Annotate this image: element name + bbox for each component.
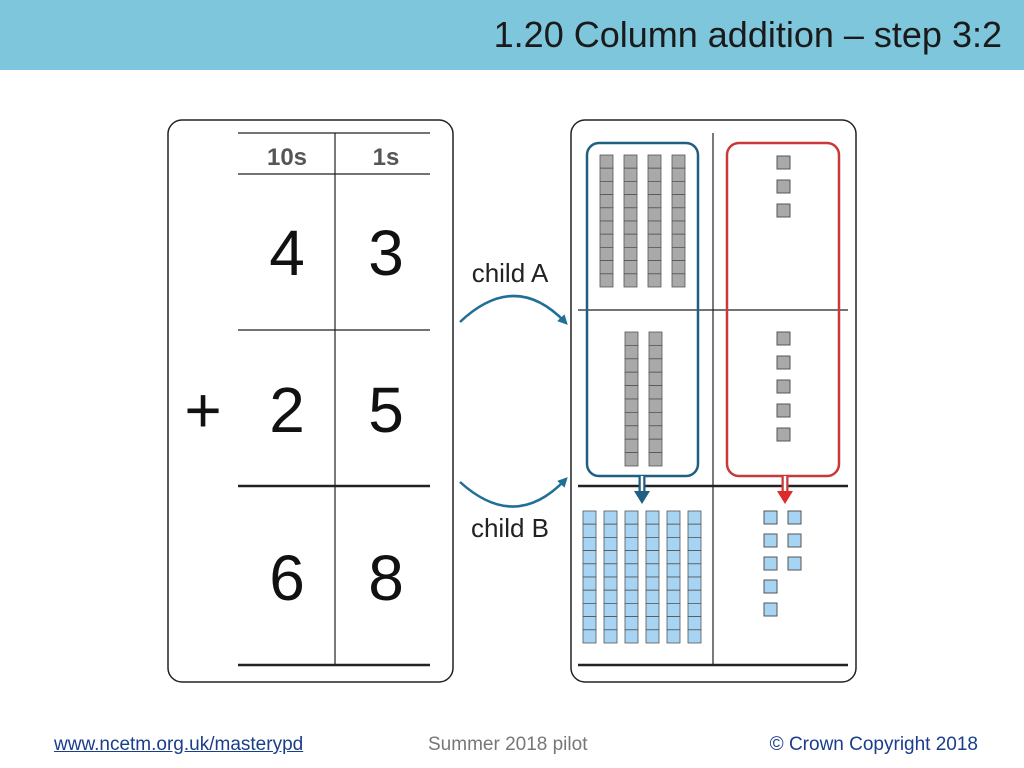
tens-header: 10s <box>267 144 307 171</box>
tens-down-arrow <box>634 476 650 504</box>
blocks-layer <box>582 154 802 644</box>
unit-cube <box>776 355 791 370</box>
panel-frame <box>570 119 857 683</box>
unit-cube <box>763 602 778 617</box>
unit-cube <box>776 155 791 170</box>
child-a-label: child A <box>472 258 549 288</box>
unit-cube <box>787 556 802 571</box>
base-ten-panel <box>570 119 857 683</box>
child-a-arrow <box>459 294 568 325</box>
child-b-arrow <box>459 477 568 508</box>
child-b-label: child B <box>471 513 549 543</box>
row2-tens-digit: 2 <box>269 374 305 446</box>
ten-rod <box>624 510 639 644</box>
unit-cube <box>776 427 791 442</box>
child-arrows: child A child B <box>459 258 568 543</box>
ten-rod <box>623 154 638 288</box>
ten-rod <box>666 510 681 644</box>
unit-cube <box>763 510 778 525</box>
footer-pilot-label: Summer 2018 pilot <box>428 734 588 755</box>
ten-rod <box>671 154 686 288</box>
row2-ones-digit: 5 <box>368 374 404 446</box>
unit-cube <box>763 556 778 571</box>
unit-cube <box>776 379 791 394</box>
ten-rod <box>599 154 614 288</box>
ten-rod <box>645 510 660 644</box>
unit-cube <box>787 533 802 548</box>
row1-tens-digit: 4 <box>269 217 305 289</box>
ten-rod <box>687 510 702 644</box>
result-ones-digit: 8 <box>368 542 404 614</box>
ncetm-link[interactable]: www.ncetm.org.uk/masterypd <box>54 734 304 755</box>
unit-cube <box>776 403 791 418</box>
ones-header: 1s <box>373 144 400 171</box>
result-tens-digit: 6 <box>269 542 305 614</box>
ten-rod <box>582 510 597 644</box>
unit-cube <box>776 331 791 346</box>
header-bar: 1.20 Column addition – step 3:2 <box>0 0 1024 70</box>
page-title: 1.20 Column addition – step 3:2 <box>493 14 1002 55</box>
unit-cube <box>763 533 778 548</box>
ten-rod <box>624 331 639 467</box>
table-frame <box>167 119 454 683</box>
unit-cube <box>787 510 802 525</box>
unit-cube <box>776 179 791 194</box>
unit-cube <box>763 579 778 594</box>
ones-down-arrow <box>777 476 793 504</box>
plus-sign: + <box>184 374 221 446</box>
ten-rod <box>648 331 663 467</box>
ten-rod <box>603 510 618 644</box>
unit-cube <box>776 203 791 218</box>
ten-rod <box>647 154 662 288</box>
place-value-table: 10s 1s 4 3 + 2 5 6 8 <box>167 119 454 683</box>
copyright-label: © Crown Copyright 2018 <box>769 734 978 755</box>
row1-ones-digit: 3 <box>368 217 404 289</box>
